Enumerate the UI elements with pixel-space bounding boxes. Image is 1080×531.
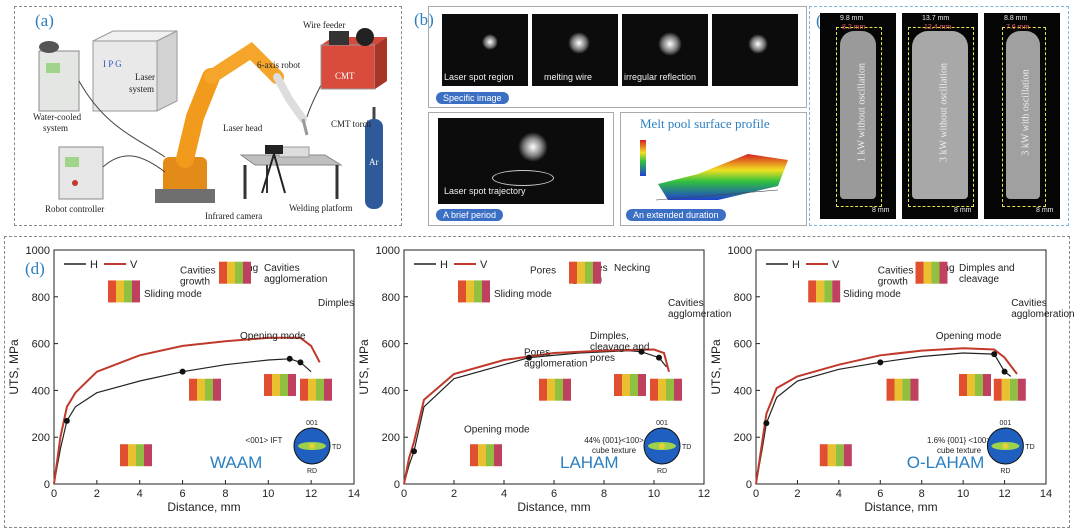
image-2 — [532, 14, 618, 86]
c2-rotated: 3 kW without oscillation — [938, 63, 950, 162]
welding-platform-label: Welding platform — [289, 203, 353, 213]
laser-title: Laser — [135, 72, 155, 82]
c3-rotated: 3 kW with oscillation — [1020, 69, 1032, 156]
c1-rotated: 1 kW without oscillation — [856, 63, 868, 162]
c2-scale: 8 mm — [954, 207, 972, 214]
cross-section-2 — [902, 13, 978, 219]
panel-b: (b) Laser spot region melting wire irreg… — [414, 6, 807, 226]
c3-top: 8.8 mm — [1004, 15, 1028, 22]
setup-illustration — [38, 28, 387, 209]
c1-top: 9.8 mm — [840, 15, 864, 22]
panel-a: (a) — [14, 6, 402, 226]
panel-c: (c) 9.8 mm 8.2 mm 13.7 mm 12.4 mm 8.8 mm… — [809, 6, 1069, 226]
c1-scale: 8 mm — [872, 207, 890, 214]
image-1-caption: Laser spot region — [444, 72, 514, 82]
cross-section-3 — [984, 13, 1060, 219]
trajectory-image — [438, 118, 604, 204]
c2-top: 13.7 mm — [922, 15, 950, 22]
image-3-caption: irregular reflection — [624, 72, 697, 82]
laser-title2: system — [129, 84, 155, 94]
panel-d-label: (d) — [25, 259, 45, 278]
ar-label: Ar — [369, 157, 379, 167]
trajectory-caption: Laser spot trajectory — [444, 186, 526, 196]
c3-scale: 8 mm — [1036, 207, 1054, 214]
wire-feeder-label: Wire feeder — [303, 20, 346, 30]
water-cooled-label-1: Water-cooled — [33, 112, 82, 122]
c1-sub: 8.2 mm — [842, 24, 866, 31]
brief-period-box — [428, 112, 614, 226]
cmt-label: CMT — [335, 71, 355, 81]
infrared-camera-label: Infrared camera — [205, 211, 263, 221]
laser-head-label: Laser head — [223, 123, 263, 133]
laser-brand: I P G — [103, 59, 122, 69]
specific-image-pill: Specific image — [436, 92, 509, 104]
melt-pool-title: Melt pool surface profile — [640, 116, 770, 131]
image-3 — [622, 14, 708, 86]
c2-sub: 12.4 mm — [924, 24, 952, 31]
image-4 — [712, 14, 798, 86]
extended-duration-box — [620, 112, 807, 226]
cmt-torch-label: CMT torch — [331, 119, 372, 129]
cross-section-1 — [820, 13, 896, 219]
panel-a-label: (a) — [35, 11, 54, 30]
c3-sub: 7.6 mm — [1006, 24, 1030, 31]
image-2-caption: melting wire — [544, 72, 593, 82]
robot-controller-label: Robot controller — [45, 204, 105, 214]
image-1 — [442, 14, 528, 86]
extended-duration-pill: An extended duration — [626, 209, 726, 221]
brief-period-pill: A brief period — [436, 209, 504, 221]
specific-image-box — [428, 6, 807, 108]
six-axis-label: 6-axis robot — [257, 60, 301, 70]
melt-pool-surface — [640, 140, 788, 201]
water-cooled-label-2: system — [43, 123, 69, 133]
panel-d: (d) — [4, 236, 1070, 528]
